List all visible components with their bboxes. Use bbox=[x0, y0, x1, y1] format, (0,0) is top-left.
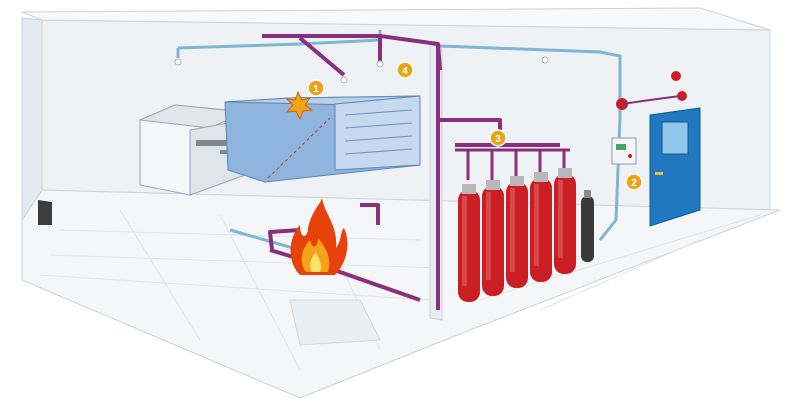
cylinder-manifold bbox=[455, 148, 570, 180]
wall-top-edge bbox=[21, 7, 771, 31]
svg-text:1: 1 bbox=[313, 84, 319, 95]
extinguisher-cylinders bbox=[458, 168, 594, 302]
exit-door bbox=[649, 107, 701, 227]
cylinder bbox=[530, 172, 552, 282]
marker-2: 2 bbox=[625, 173, 643, 191]
cylinder bbox=[458, 184, 480, 302]
cylinder bbox=[482, 180, 504, 296]
fire-icon bbox=[290, 198, 348, 275]
control-panel bbox=[611, 137, 637, 165]
svg-text:3: 3 bbox=[495, 134, 501, 145]
purple-pipe-network bbox=[262, 34, 560, 310]
marker-4: 4 bbox=[396, 61, 414, 79]
alarm-bell-icon bbox=[671, 71, 681, 81]
svg-text:4: 4 bbox=[402, 66, 408, 77]
floor-edge bbox=[38, 200, 52, 225]
nozzles bbox=[174, 56, 549, 84]
pilot-cylinder bbox=[581, 190, 594, 262]
equipment-rack bbox=[224, 95, 421, 183]
floor-panel bbox=[289, 299, 381, 346]
spark-icon bbox=[285, 90, 314, 121]
marker-3: 3 bbox=[489, 129, 507, 147]
cylinder bbox=[554, 168, 576, 274]
alarm-devices bbox=[616, 71, 687, 110]
alarm-bell-icon bbox=[677, 91, 687, 101]
marker-1: 1 bbox=[307, 79, 325, 97]
left-wall bbox=[21, 17, 43, 222]
svg-text:2: 2 bbox=[631, 178, 637, 189]
cylinder bbox=[506, 176, 528, 288]
